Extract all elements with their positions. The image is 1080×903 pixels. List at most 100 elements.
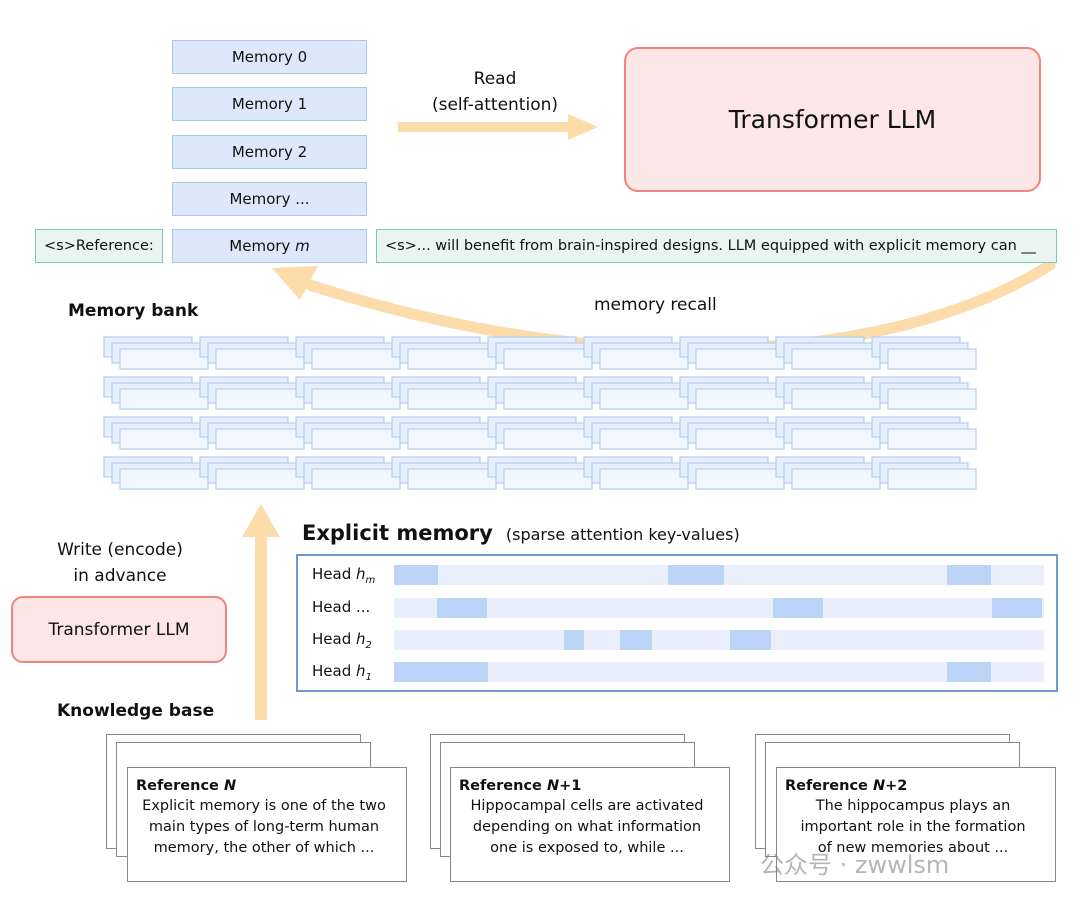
memory-recall-label: memory recall bbox=[594, 295, 717, 315]
encoder-llm-label: Transformer LLM bbox=[48, 619, 190, 640]
reference-prefix-text: <s>Reference: bbox=[44, 238, 154, 254]
ref-title-text: Reference bbox=[459, 778, 547, 794]
memory-bank-slot bbox=[311, 468, 401, 490]
memory-bank-slot bbox=[215, 388, 305, 410]
memory-bank-slot bbox=[791, 468, 881, 490]
memory-bank-slot bbox=[215, 348, 305, 370]
memory-slot-0: Memory 0 bbox=[172, 40, 367, 74]
head-sub: 1 bbox=[365, 672, 372, 683]
attention-segment bbox=[947, 662, 991, 682]
memory-bank-slot bbox=[791, 388, 881, 410]
memory-bank-slot bbox=[599, 468, 689, 490]
memory-bank-slot bbox=[695, 388, 785, 410]
memory-bank-slot bbox=[119, 348, 209, 370]
attention-segment bbox=[394, 662, 488, 682]
memory-bank-slot bbox=[407, 348, 497, 370]
read-label-line2: (self-attention) bbox=[431, 95, 559, 115]
memory-bank-slot bbox=[887, 428, 977, 450]
memory-slot-m-prefix: Memory bbox=[229, 237, 296, 255]
memory-bank-slot bbox=[407, 428, 497, 450]
reference-card-n1: Reference N+1 Hippocampal cells are acti… bbox=[450, 767, 730, 882]
memory-bank-slot bbox=[695, 468, 785, 490]
context-box: <s>... will benefit from brain-inspired … bbox=[376, 229, 1057, 263]
reference-prefix-box: <s>Reference: bbox=[35, 229, 163, 263]
read-arrow bbox=[398, 114, 598, 140]
memory-bank-slot bbox=[119, 468, 209, 490]
memory-bank-slot bbox=[887, 468, 977, 490]
head-track-ellipsis bbox=[394, 598, 1044, 618]
ref-line: one is exposed to, while ... bbox=[490, 840, 684, 856]
explicit-memory-subtitle: (sparse attention key-values) bbox=[505, 525, 740, 544]
memory-bank-label: Memory bank bbox=[68, 301, 199, 321]
attention-segment bbox=[730, 630, 771, 650]
main-transformer-llm: Transformer LLM bbox=[624, 47, 1041, 192]
attention-segment bbox=[394, 565, 438, 585]
attention-segment bbox=[668, 565, 724, 585]
attention-segment bbox=[992, 598, 1042, 618]
memory-slot-m: Memory m bbox=[172, 229, 367, 263]
memory-bank-slot bbox=[311, 348, 401, 370]
memory-bank-slot bbox=[311, 428, 401, 450]
ref-title-text: Reference bbox=[136, 778, 224, 794]
watermark: 公众号 · zwwlsm bbox=[760, 851, 950, 879]
read-label: Read (self-attention) bbox=[430, 66, 560, 118]
read-label-line1: Read bbox=[473, 69, 517, 89]
memory-bank-slot bbox=[599, 428, 689, 450]
head-prefix: Head bbox=[312, 565, 356, 583]
memory-bank-grid bbox=[103, 336, 977, 490]
ref-line: memory, the other of which ... bbox=[153, 840, 375, 856]
head-track-m bbox=[394, 565, 1044, 585]
attention-segment bbox=[947, 565, 991, 585]
head-var: h bbox=[356, 565, 366, 583]
head-prefix: Head bbox=[312, 630, 356, 648]
head-var: h bbox=[356, 662, 366, 680]
head-prefix: Head ... bbox=[312, 598, 371, 616]
reference-title: Reference N+1 bbox=[459, 778, 715, 794]
reference-body: Hippocampal cells are activated dependin… bbox=[459, 796, 715, 859]
memory-bank-slot bbox=[407, 468, 497, 490]
ref-line: main types of long-term human bbox=[148, 819, 380, 835]
attention-segment bbox=[437, 598, 487, 618]
ref-title-suffix: +2 bbox=[885, 778, 908, 794]
memory-slot-2: Memory 2 bbox=[172, 135, 367, 169]
attention-segment bbox=[564, 630, 584, 650]
memory-bank-slot bbox=[503, 428, 593, 450]
head-sub: m bbox=[365, 575, 376, 586]
reference-title: Reference N bbox=[136, 778, 392, 794]
ref-title-suffix: +1 bbox=[559, 778, 582, 794]
attention-segment bbox=[773, 598, 823, 618]
memory-bank-slot bbox=[215, 428, 305, 450]
ref-title-var: N bbox=[223, 778, 237, 794]
encoder-transformer-llm: Transformer LLM bbox=[11, 596, 227, 663]
write-arrow bbox=[242, 504, 280, 720]
ref-title-var: N bbox=[872, 778, 886, 794]
reference-card-n2: Reference N+2 The hippocampus plays an i… bbox=[776, 767, 1056, 882]
memory-bank-slot bbox=[215, 468, 305, 490]
memory-bank-slot bbox=[695, 348, 785, 370]
write-label: Write (encode) in advance bbox=[40, 537, 200, 589]
head-label-m: Head hm bbox=[312, 565, 375, 586]
head-prefix: Head bbox=[312, 662, 356, 680]
explicit-memory-heading: Explicit memory bbox=[302, 521, 493, 545]
memory-bank-slot bbox=[791, 428, 881, 450]
head-track-1 bbox=[394, 662, 1044, 682]
head-track-2 bbox=[394, 630, 1044, 650]
memory-bank-slot bbox=[503, 348, 593, 370]
head-label-ellipsis: Head ... bbox=[312, 598, 370, 616]
ref-line: important role in the formation bbox=[800, 819, 1026, 835]
memory-bank-slot bbox=[887, 348, 977, 370]
reference-title: Reference N+2 bbox=[785, 778, 1041, 794]
ref-title-var: N bbox=[546, 778, 560, 794]
ref-line: depending on what information bbox=[472, 819, 702, 835]
memory-bank-slot bbox=[503, 468, 593, 490]
write-label-line1: Write (encode) bbox=[57, 540, 183, 560]
write-label-line2: in advance bbox=[73, 566, 167, 586]
memory-bank-slot bbox=[119, 428, 209, 450]
main-llm-label: Transformer LLM bbox=[728, 105, 937, 134]
explicit-memory-panel: Head hm Head ... Head h2 Head h1 bbox=[296, 554, 1058, 692]
ref-title-text: Reference bbox=[785, 778, 873, 794]
memory-bank-slot bbox=[599, 348, 689, 370]
memory-bank-slot bbox=[503, 388, 593, 410]
explicit-memory-title: Explicit memory (sparse attention key-va… bbox=[302, 521, 740, 545]
